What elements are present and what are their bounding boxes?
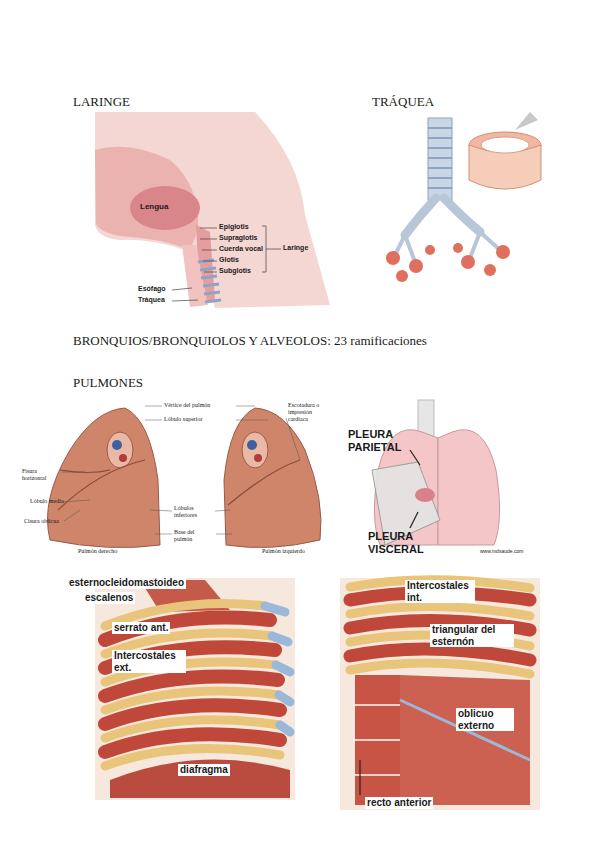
muscle-label: triangular del esternón (430, 624, 514, 647)
part-label: Lengua (140, 202, 168, 211)
watermark: www.mdsaude.com (480, 549, 523, 555)
part-label: Tráquea (138, 296, 165, 304)
part-label: Laringe (283, 244, 308, 252)
part-label: Subglotis (219, 267, 251, 275)
section-heading: TRÁQUEA (372, 95, 434, 110)
larynx-illustration (95, 112, 330, 308)
muscle-label: oblicuo externo (456, 708, 514, 731)
part-label: Glotis (219, 256, 239, 264)
part-label: Vértice del pulmón (164, 402, 210, 409)
section-heading: LARINGE (73, 95, 130, 110)
part-label: Cisura oblicua (24, 518, 64, 525)
pleura-illustration (372, 400, 500, 545)
part-label: Cuerda vocal (219, 245, 263, 253)
muscle-label: diafragma (178, 764, 230, 776)
lungs-illustration (48, 406, 322, 548)
part-label: Pulmón derecho (78, 548, 117, 555)
section-heading: BRONQUIOS/BRONQUIOLOS Y ALVEOLOS: 23 ram… (73, 334, 427, 349)
part-label: Supraglotis (219, 234, 258, 242)
muscle-label: escalenos (83, 592, 135, 604)
part-label: Epiglotis (219, 223, 249, 231)
part-label: Lóbulo superior (164, 416, 203, 423)
muscle-label: esternocleidomastoideo (67, 577, 186, 589)
part-label: Fisura horizontal (22, 468, 62, 482)
part-label: Escotadura o impresión cardíaca (288, 402, 330, 423)
part-label: PLEURA VISCERAL (368, 530, 428, 555)
muscle-label: recto anterior (365, 797, 433, 809)
part-label: Lóbulo medio (30, 498, 64, 505)
thorax-muscles-left (95, 578, 295, 800)
muscle-label: Intercostales int. (405, 580, 475, 603)
part-label: Pulmón izquierdo (262, 548, 305, 555)
thorax-muscles-right (340, 578, 540, 810)
part-label: Base del pulmón (174, 529, 214, 543)
muscle-label: Intercostales ext. (112, 650, 186, 673)
part-label: PLEURA PARIETAL (348, 428, 408, 453)
section-heading: PULMONES (73, 376, 143, 391)
muscle-label: serrato ant. (112, 622, 170, 634)
trachea-illustration (386, 112, 541, 282)
part-label: Esófago (138, 285, 166, 293)
part-label: Lóbulos inferiores (174, 505, 214, 519)
